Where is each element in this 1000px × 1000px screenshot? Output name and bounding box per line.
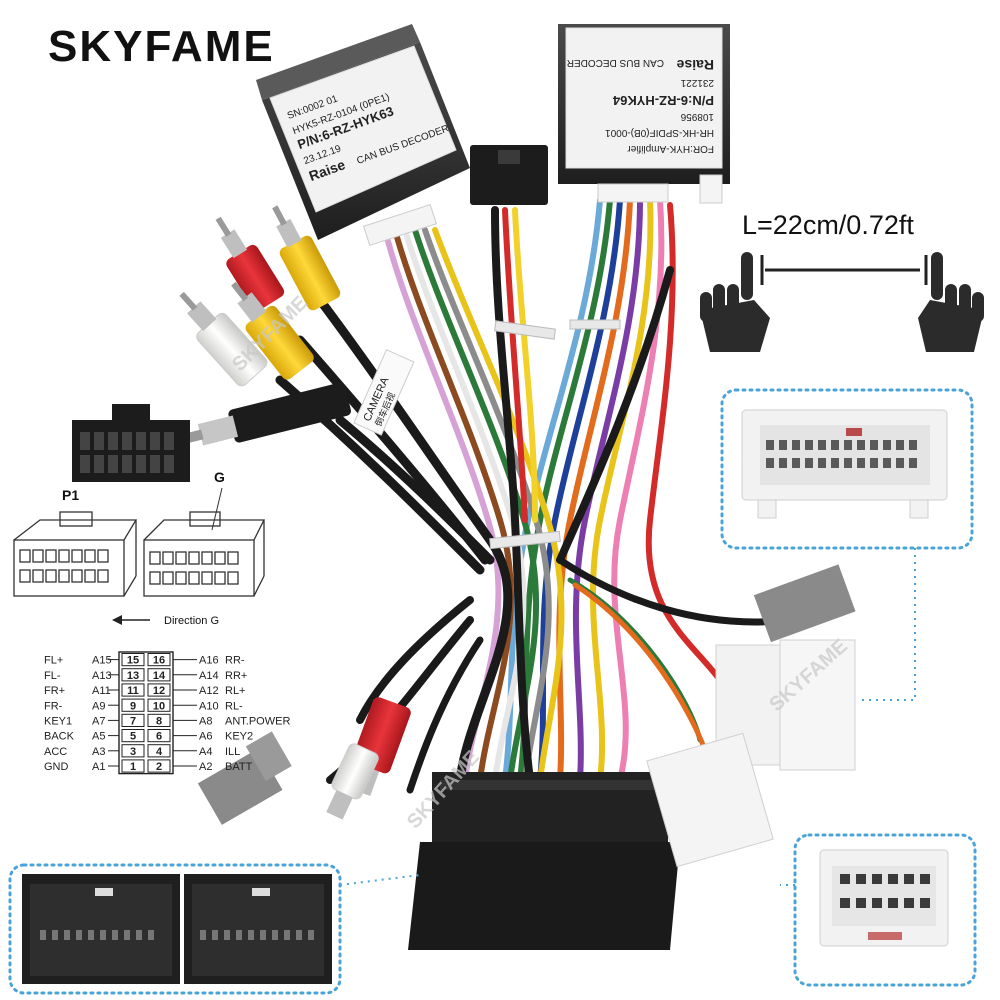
- pin-number: 9: [130, 700, 136, 712]
- rca-plugs: [179, 205, 411, 825]
- pin-right-name: RR-: [225, 655, 245, 667]
- pin-cell: [147, 683, 171, 697]
- pin-right-id: A14: [199, 670, 219, 682]
- pin-cell: [147, 744, 171, 758]
- pin-left-id: A7: [92, 716, 105, 728]
- white-connectors-right: [646, 564, 856, 868]
- pin-right-id: A4: [199, 746, 212, 758]
- pin-right-name: BATT: [225, 761, 253, 773]
- length-label: L=22cm/0.72ft: [742, 210, 914, 240]
- pin-cell: [147, 698, 171, 712]
- pin-number: 1: [130, 761, 136, 773]
- pin-cell: [121, 668, 145, 682]
- hand-icon-right: [918, 252, 984, 352]
- pin-left-name: KEY1: [44, 716, 72, 728]
- pin-number: 6: [156, 731, 162, 743]
- decoder-right-for: FOR:HYK-Amplifier: [627, 143, 714, 154]
- can-decoder-right: FOR:HYK-Amplifier HR-HK-SPDIF(0B)-0001 1…: [558, 24, 730, 204]
- inset-connector-bottom: [780, 833, 977, 987]
- decoder-right-part-no: P/N:6-RZ-HYK64: [612, 93, 714, 108]
- decoder-right-title: CAN BUS DECODER: [567, 57, 664, 68]
- pin-left-id: A1: [92, 761, 105, 773]
- pin-cell: [121, 744, 145, 758]
- pin-right-name: RR+: [225, 670, 247, 682]
- pin-right-name: ILL: [225, 746, 240, 758]
- pin-number: 12: [153, 685, 165, 697]
- pin-number: 11: [127, 685, 139, 697]
- pin-number: 8: [156, 716, 162, 728]
- center-connector: [470, 145, 548, 205]
- inset-connector-top: [720, 388, 974, 701]
- pin-left-name: FL+: [44, 655, 63, 667]
- pin-left-name: FL-: [44, 670, 61, 682]
- pin-cell: [121, 729, 145, 743]
- can-decoder-left: SN:0002 01 HYK5-RZ-0104 (0PE1) P/N:6-RZ-…: [256, 24, 470, 246]
- camera-tag: CAMERA 倒车后视: [353, 349, 415, 436]
- pin-right-name: RL+: [225, 685, 246, 697]
- pin-cell: [121, 683, 145, 697]
- pin-right-id: A6: [199, 731, 212, 743]
- pin-right-name: KEY2: [225, 731, 253, 743]
- pin-left-name: FR-: [44, 700, 63, 712]
- pin-right-id: A2: [199, 761, 212, 773]
- direction-arrow: [112, 615, 150, 625]
- decoder-right-code: HR-HK-SPDIF(0B)-0001: [605, 127, 714, 138]
- p1-connector-diagram: [13, 511, 138, 597]
- pin-right-name: ANT.POWER: [225, 716, 290, 728]
- pin-left-name: BACK: [44, 731, 75, 743]
- pin-number: 3: [130, 746, 136, 758]
- pin-cell: [147, 653, 171, 667]
- g-connector-diagram: [143, 511, 266, 597]
- p1-label: P1: [62, 487, 79, 503]
- pin-number: 15: [127, 655, 139, 667]
- pin-left-id: A5: [92, 731, 105, 743]
- length-indicator: [760, 255, 928, 285]
- wire-bundle: [275, 197, 794, 794]
- g-label: G: [214, 469, 225, 485]
- pin-cell: [147, 668, 171, 682]
- pin-left-id: A3: [92, 746, 105, 758]
- pin-left-id: A9: [92, 700, 105, 712]
- pin-cell: [121, 698, 145, 712]
- pin-right-id: A10: [199, 700, 219, 712]
- pin-right-name: RL-: [225, 700, 243, 712]
- pin-left-id: A11: [92, 685, 111, 697]
- pin-cell: [147, 729, 171, 743]
- inset-connector-black: [8, 863, 421, 995]
- pin-right-id: A12: [199, 685, 219, 697]
- p1-connector-photo: [72, 404, 190, 482]
- hand-icon-left: [700, 252, 770, 352]
- pin-right-id: A8: [199, 716, 212, 728]
- pin-cell: [121, 759, 145, 773]
- pin-number: 7: [130, 716, 136, 728]
- pin-right-id: A16: [199, 655, 219, 667]
- pin-cell: [147, 759, 171, 773]
- pin-cell: [121, 653, 145, 667]
- pin-number: 14: [153, 670, 166, 682]
- decoder-right-brand: Raise: [676, 57, 714, 73]
- pin-number: 10: [153, 700, 165, 712]
- pinout-frame: [118, 651, 174, 775]
- brand-logo: SKYFAME: [48, 22, 275, 71]
- pin-left-id: A15: [92, 655, 112, 667]
- pin-cell: [121, 713, 145, 727]
- pin-left-name: FR+: [44, 685, 65, 697]
- pin-left-name: GND: [44, 761, 69, 773]
- pin-number: 4: [156, 746, 163, 758]
- direction-label: Direction G: [164, 615, 219, 627]
- pin-left-id: A13: [92, 670, 112, 682]
- decoder-right-serial: 108956: [680, 111, 714, 122]
- pin-number: 2: [156, 761, 162, 773]
- main-harness-connector: [408, 772, 680, 950]
- pin-cell: [147, 713, 171, 727]
- pin-number: 16: [153, 655, 165, 667]
- pin-number: 13: [127, 670, 139, 682]
- pin-left-name: ACC: [44, 746, 67, 758]
- pin-number: 5: [130, 731, 136, 743]
- decoder-right-date: 231221: [680, 77, 714, 88]
